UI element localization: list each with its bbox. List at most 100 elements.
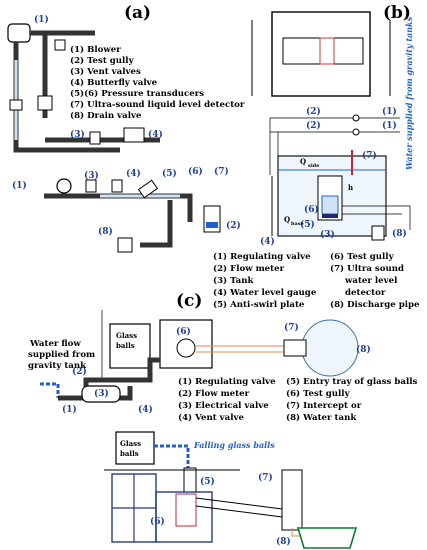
panel-b: (b) Water supplied from gravity tanks (2… [213, 3, 420, 310]
b-legend-1: (1) Regulating valve [213, 251, 311, 262]
a-legend-3: (3) Vent valves [70, 66, 141, 77]
c-callout-7b: (7) [258, 472, 273, 483]
c-legend-6: (6) Test gully [286, 388, 351, 399]
a-gauge-icon [9, 99, 23, 111]
b-q-base: Q [284, 215, 290, 224]
c-glass-label-2: balls [116, 341, 135, 350]
a-callout-7: (7) [214, 166, 229, 177]
c-callout-1: (1) [62, 404, 77, 415]
a-callout-5: (5) [162, 168, 177, 179]
a-callout-8: (8) [98, 226, 113, 237]
c-callout-6: (6) [176, 326, 191, 337]
c-glass-balls-box [109, 323, 151, 369]
a-callout-3b: (3) [84, 170, 99, 181]
a-legend-5: (5)(6) Pressure transducers [70, 88, 204, 99]
b-legend-6: (6) Test gully [330, 251, 395, 262]
c-test-gully-side [175, 493, 197, 527]
a-legend-1: (1) Blower [70, 44, 121, 55]
a-blower-small-icon [56, 178, 72, 194]
c-interceptor-side [281, 469, 303, 531]
a-vent-valve-c-icon [111, 179, 123, 193]
a-callout-2: (2) [226, 220, 241, 231]
a-callout-4: (4) [148, 129, 163, 140]
c-callout-3: (3) [94, 388, 109, 399]
panel-a: (a) (1) (1) Blower (2) Test gully (3) Ve… [7, 3, 245, 253]
a-gully-icon [37, 95, 53, 111]
b-callout-4: (4) [260, 236, 275, 247]
panel-b-legend: (1) Regulating valve (2) Flow meter (3) … [213, 251, 420, 310]
c-glass-balls-side [115, 431, 155, 465]
b-callout-1b: (1) [382, 120, 397, 131]
c-legend-7: (7) Intercept or [286, 400, 362, 411]
c-water-tank-top [301, 319, 359, 377]
a-legend-2: (2) Test gully [70, 55, 135, 66]
a-vent-valve-b-icon [85, 179, 97, 193]
c-water-flow-1: Water flow [29, 339, 81, 349]
b-callout-5: (5) [300, 219, 315, 230]
panel-c-label: (c) [176, 291, 202, 311]
b-h-label: h [348, 183, 353, 192]
a-vent-valve-icon [89, 131, 101, 145]
a-drain-pipe [140, 200, 173, 248]
c-callout-2: (2) [72, 366, 87, 377]
c-legend-1: (1) Regulating valve [178, 376, 276, 387]
c-entry-tray [183, 467, 197, 493]
c-water-flow-2: supplied from [28, 350, 95, 360]
a-legend-7: (8) Drain valve [70, 110, 142, 121]
c-water-flow-3: gravity tank [28, 361, 87, 371]
a-legend-4: (4) Butterfly valve [70, 77, 158, 88]
b-callout-1a: (1) [382, 106, 397, 117]
c-water-tank-side [296, 527, 358, 549]
panel-c-legend: (1) Regulating valve (2) Flow meter (3) … [178, 376, 417, 423]
b-legend-7b: water level [344, 276, 398, 286]
a-butterfly-valve-icon [123, 127, 145, 143]
a-callout-1: (1) [34, 14, 49, 25]
c-falling-text: Falling glass balls [193, 440, 275, 450]
a-test-gully-icon [203, 205, 221, 233]
b-callout-3: (3) [320, 229, 335, 240]
b-callout-2b: (2) [306, 120, 321, 131]
b-legend-3: (3) Tank [213, 275, 254, 286]
c-outlet-pipe [195, 497, 291, 519]
c-legend-5: (5) Entry tray of glass balls [286, 376, 417, 387]
b-legend-7c: detector [345, 288, 386, 298]
c-interceptor-top [283, 339, 307, 357]
svg-text:base: base [291, 221, 304, 227]
a-drain-valve-icon [117, 237, 133, 253]
a-legend-6: (7) Ultra-sound liquid level detector [70, 99, 245, 110]
b-discharge-pipe [342, 205, 411, 230]
c-callout-7: (7) [284, 322, 299, 333]
a-callout-6: (6) [188, 166, 203, 177]
c-glass-side-label-1: Glass [120, 439, 141, 448]
panel-c: (c) Glass balls (6) (7) (8) Water flow s… [28, 291, 417, 549]
b-callout-2a: (2) [306, 106, 321, 117]
c-supply-pipe [58, 357, 160, 401]
a-callout-3: (3) [70, 129, 85, 140]
c-callout-8: (8) [356, 344, 371, 355]
a-butterfly-valve-b-icon [137, 179, 159, 199]
c-electrical-valve [81, 385, 121, 403]
a-callout-1b: (1) [12, 180, 27, 191]
b-legend-8: (8) Discharge pipe [330, 299, 420, 310]
c-callout-8b: (8) [276, 536, 291, 547]
b-legend-4: (4) Water level gauge [213, 287, 317, 298]
panel-a-legend: (1) Blower (2) Test gully (3) Vent valve… [70, 44, 245, 121]
c-legend-4: (4) Vent valve [178, 412, 244, 423]
svg-text:side: side [308, 163, 319, 169]
b-q-side: Q [300, 157, 306, 166]
b-side-text: Water supplied from gravity tanks [404, 16, 414, 170]
b-callout-7: (7) [362, 150, 377, 161]
panel-b-label: (b) [383, 3, 411, 23]
b-callout-6: (6) [304, 204, 319, 215]
c-callout-6b: (6) [150, 516, 165, 527]
c-callout-4: (4) [138, 404, 153, 415]
b-callout-8: (8) [392, 228, 407, 239]
a-callout-4b: (4) [126, 168, 141, 179]
panel-a-label: (a) [124, 3, 151, 23]
c-legend-8: (8) Water tank [286, 412, 357, 423]
c-callout-5: (5) [200, 476, 215, 487]
a-valve-icon [54, 39, 66, 51]
c-glass-label-1: Glass [116, 331, 137, 340]
c-glass-side-label-2: balls [120, 449, 139, 458]
